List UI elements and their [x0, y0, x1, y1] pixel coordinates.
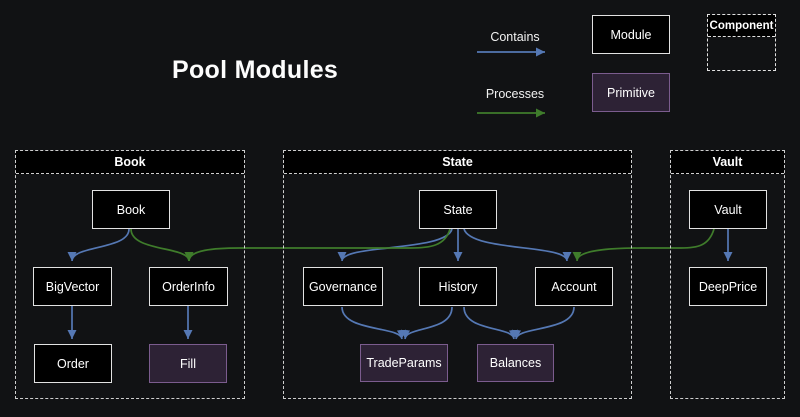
node-deepprice: DeepPrice: [689, 267, 767, 306]
node-book: Book: [92, 190, 170, 229]
legend-component-label: Component: [708, 15, 775, 37]
node-vault: Vault: [689, 190, 767, 229]
group-state: State: [283, 150, 632, 399]
legend-component-box: Component: [707, 14, 776, 71]
node-orderinfo: OrderInfo: [149, 267, 228, 306]
node-bigvector: BigVector: [33, 267, 112, 306]
node-history: History: [419, 267, 497, 306]
group-book: Book: [15, 150, 245, 399]
node-fill: Fill: [149, 344, 227, 383]
node-state: State: [419, 190, 497, 229]
group-book-title: Book: [16, 151, 244, 174]
legend-primitive-box: Primitive: [592, 73, 670, 112]
page-title: Pool Modules: [172, 56, 339, 84]
group-vault-title: Vault: [671, 151, 784, 174]
legend-contains-label: Contains: [490, 30, 540, 44]
legend-processes-label: Processes: [485, 87, 545, 101]
node-account: Account: [535, 267, 613, 306]
node-tradeparams: TradeParams: [360, 344, 448, 382]
node-governance: Governance: [303, 267, 383, 306]
node-order: Order: [34, 344, 112, 383]
legend-module-box: Module: [592, 15, 670, 54]
group-state-title: State: [284, 151, 631, 174]
group-vault: Vault: [670, 150, 785, 399]
node-balances: Balances: [477, 344, 554, 382]
